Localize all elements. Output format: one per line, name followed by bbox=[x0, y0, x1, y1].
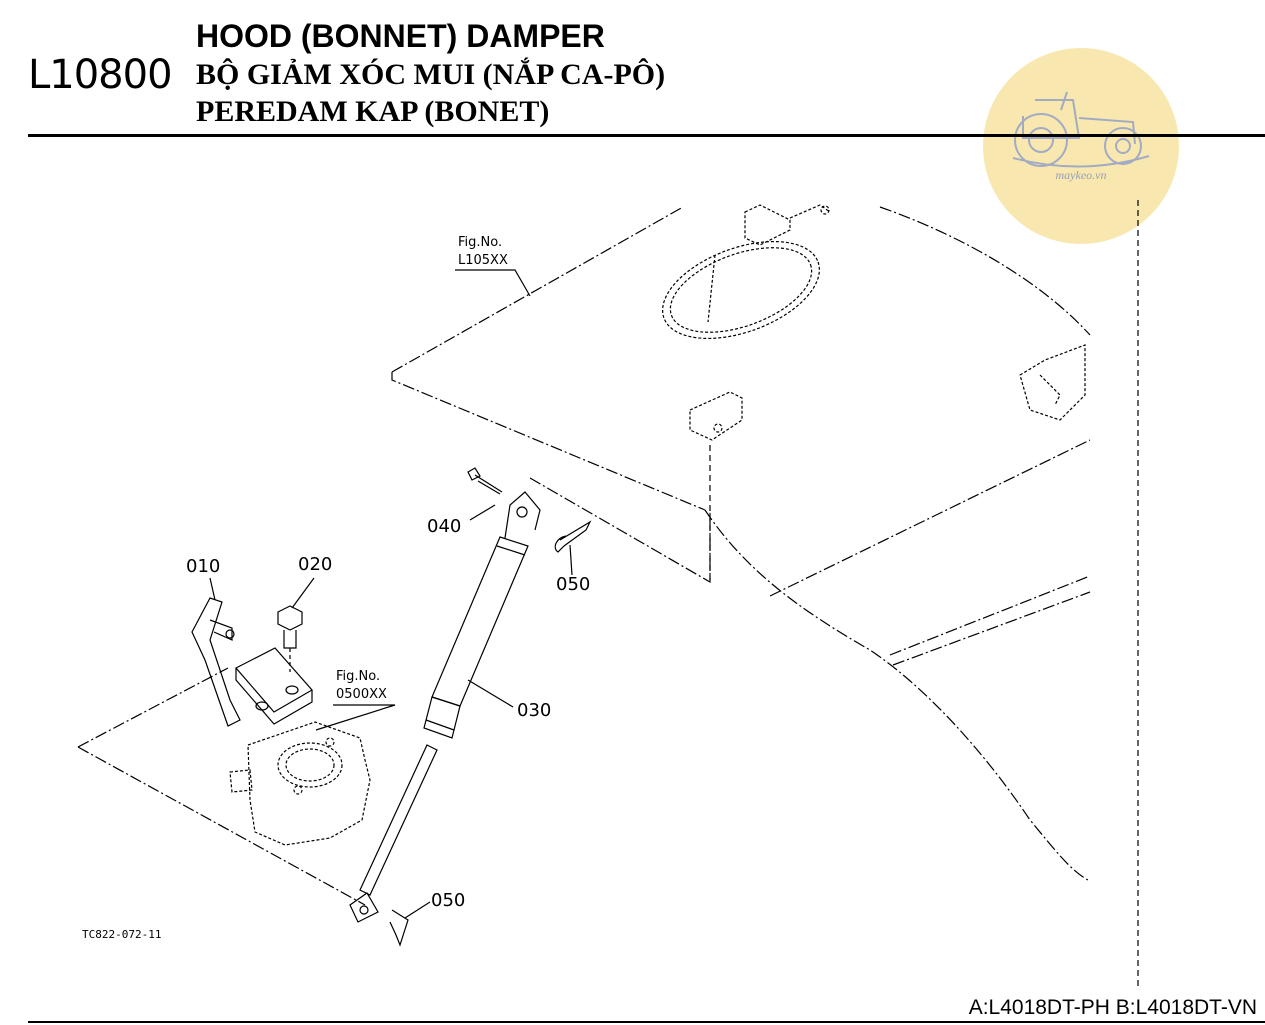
header-rule bbox=[28, 134, 1265, 137]
leader-010 bbox=[209, 577, 216, 601]
part-housing bbox=[229, 721, 371, 846]
part-050-clip-top bbox=[554, 520, 592, 553]
leader-050-bottom bbox=[404, 901, 431, 919]
bracket-plate bbox=[235, 647, 313, 725]
model-applicability: A:L4018DT-PH B:L4018DT-VN bbox=[968, 996, 1257, 1019]
title-english: HOOD (BONNET) DAMPER bbox=[196, 18, 605, 54]
page-code: L10800 bbox=[28, 52, 173, 98]
fig-ref-hood-line1: Fig.No. bbox=[458, 235, 502, 250]
label-020: 020 bbox=[298, 554, 332, 575]
part-010-bracket bbox=[191, 597, 241, 727]
part-040-pin bbox=[467, 467, 503, 495]
latch-top bbox=[744, 204, 831, 246]
hood-outline bbox=[391, 206, 1091, 881]
hood-damper-bracket bbox=[689, 391, 743, 441]
title-russian: PEREDAM KAP (BONET) bbox=[196, 95, 550, 128]
fig-ref-housing-line1: Fig.No. bbox=[336, 669, 380, 684]
leader-030 bbox=[467, 679, 514, 708]
tractor-icon bbox=[1012, 91, 1150, 168]
label-050-top: 050 bbox=[556, 574, 590, 595]
title-vietnamese: BỘ GIẢM XÓC MUI (NẮP CA-PÔ) bbox=[196, 58, 666, 91]
fig-ref-leader-hood bbox=[455, 269, 531, 297]
footer-rule bbox=[28, 1021, 1265, 1023]
part-050-clip-bottom bbox=[389, 909, 409, 947]
watermark-logo: maykeo.vn bbox=[983, 48, 1179, 244]
fig-ref-hood-line2: L105XX bbox=[458, 253, 508, 268]
part-030-gas-damper bbox=[349, 491, 541, 923]
fig-ref-housing-line2: 0500XX bbox=[336, 687, 387, 702]
leader-020 bbox=[291, 577, 315, 609]
hood-opening bbox=[662, 240, 820, 340]
label-030: 030 bbox=[517, 700, 551, 721]
label-040: 040 bbox=[427, 516, 461, 537]
fig-ref-leader-housing bbox=[315, 704, 396, 731]
leader-050-top bbox=[569, 544, 573, 576]
housing-outline bbox=[77, 667, 366, 906]
latch-right bbox=[1019, 344, 1086, 421]
illustration-id: TC822-072-11 bbox=[82, 928, 161, 941]
label-010: 010 bbox=[186, 556, 220, 577]
part-020-bolt bbox=[277, 605, 303, 672]
label-050-bottom: 050 bbox=[431, 890, 465, 911]
leader-040 bbox=[469, 504, 496, 521]
watermark-text: maykeo.vn bbox=[1055, 168, 1107, 182]
